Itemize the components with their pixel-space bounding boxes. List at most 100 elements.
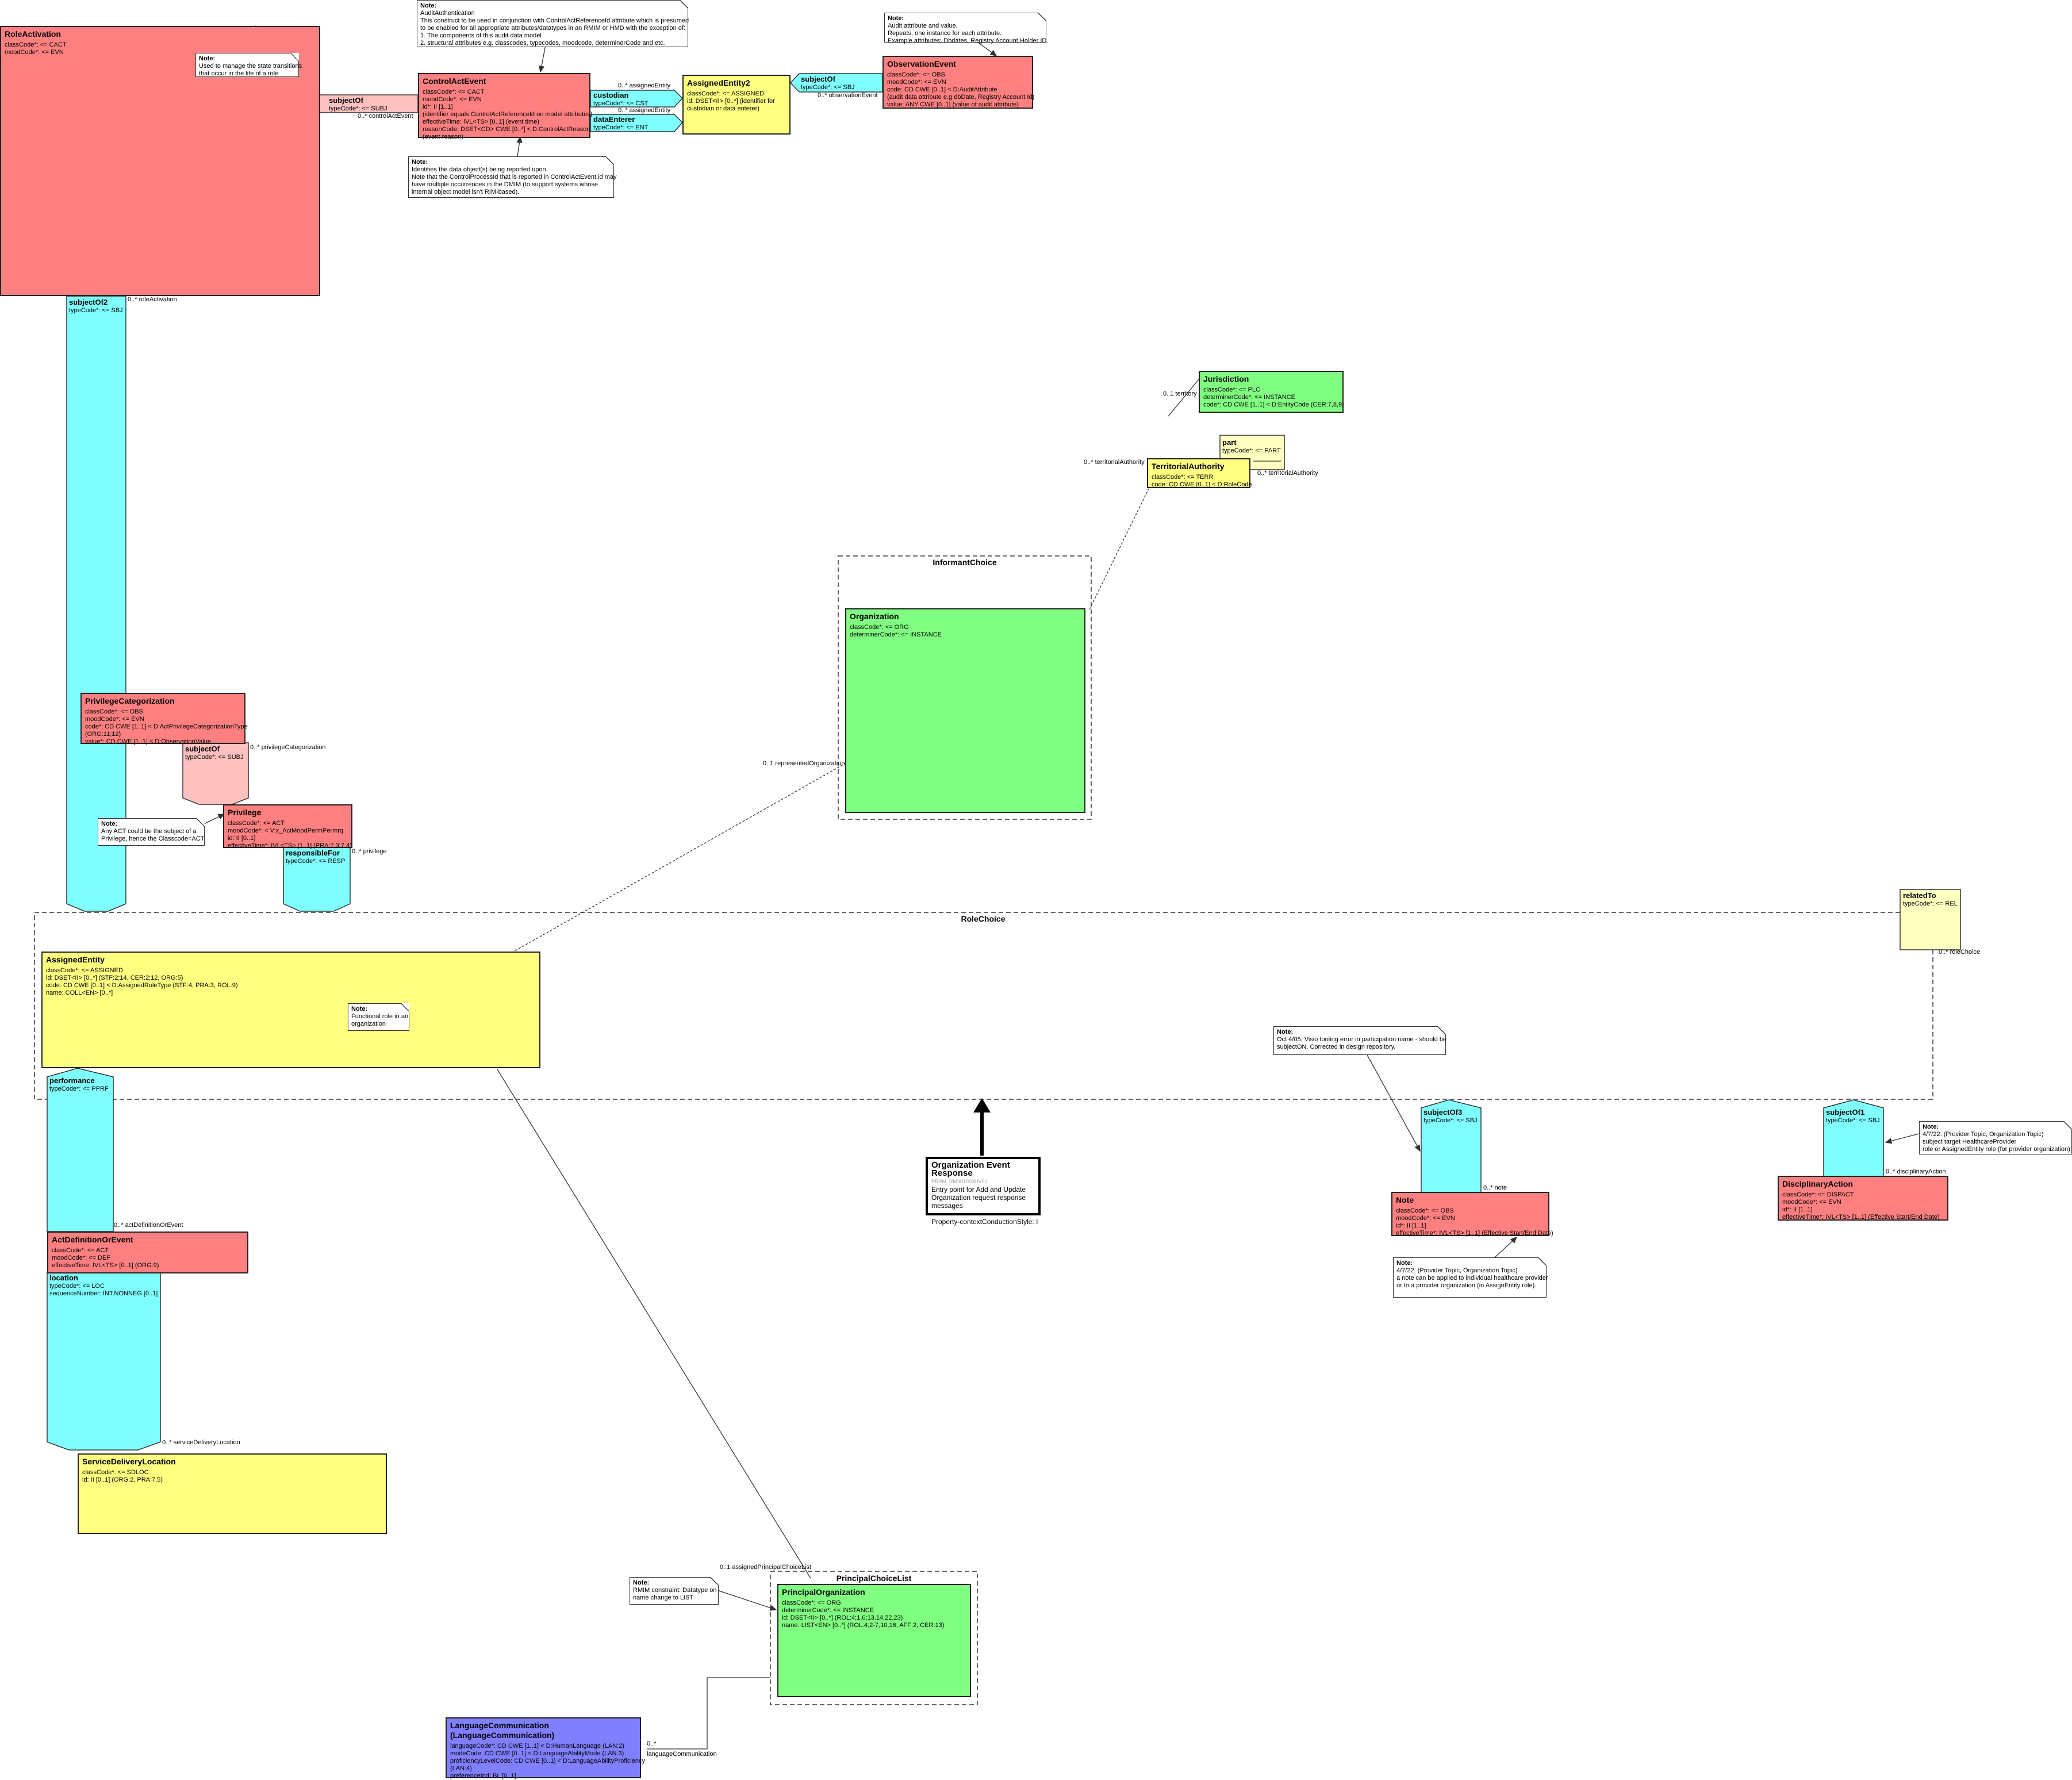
note-class: Note classCode*: <= OBS moodCode*: <= EV… bbox=[1391, 1192, 1553, 1237]
note-provider-topic-2: Note: 4/7/22: (Provider Topic, Organizat… bbox=[1393, 1257, 1548, 1298]
responsibleFor-label: responsibleFor typeCode*: <= RESP bbox=[286, 849, 345, 865]
informant-choice-frame bbox=[838, 555, 1092, 820]
participation-attr: sequenceNumber: INT.NONNEG [0..1] bbox=[49, 1290, 158, 1297]
class-attr: (LAN:4) bbox=[450, 1765, 472, 1772]
class-attr: moodCode*: < V:x_ActMoodPermPermrq bbox=[228, 827, 344, 834]
participation-title: part bbox=[1222, 438, 1237, 447]
participation-title: custodian bbox=[593, 91, 629, 99]
territorial-authority-class: TerritorialAuthority classCode*: <= TERR… bbox=[1147, 458, 1252, 488]
dataEnterer-label: dataEnterer typeCode*: <= ENT bbox=[593, 115, 648, 132]
note-line: name change to LIST bbox=[633, 1594, 694, 1601]
class-attr: classCode*: <= ORG bbox=[850, 624, 909, 631]
participation-typecode: typeCode*: <= SUBJ bbox=[329, 105, 387, 112]
participation-title: subjectOf bbox=[185, 745, 220, 753]
service-delivery-location-class: ServiceDeliveryLocation classCode*: <= S… bbox=[78, 1453, 387, 1534]
participation-title: subjectOf2 bbox=[69, 298, 108, 306]
note-functional-role: Note: Functional role in an organization bbox=[348, 1003, 409, 1031]
class-attr: classCode*: <= CACT bbox=[423, 89, 485, 95]
note-line: 4/7/22: (Provider Topic, Organization To… bbox=[1396, 1267, 1518, 1274]
class-title: ServiceDeliveryLocation bbox=[82, 1457, 176, 1466]
note-rmim-constraint: Note: RMIM constraint: Datatype on name … bbox=[630, 1577, 719, 1605]
principal-choice-list-title: PrincipalChoiceList bbox=[836, 1574, 912, 1583]
organization-class: Organization classCode*: <= ORG determin… bbox=[845, 608, 1085, 813]
mult-serviceDeliveryLocation: 0..* serviceDeliveryLocation bbox=[162, 1439, 240, 1446]
note-line: Note that the ControlProcessId that is r… bbox=[412, 174, 617, 181]
note-line: Identifies the data object(s) being repo… bbox=[412, 166, 548, 173]
class-attr: moodCode*: <= EVN bbox=[5, 49, 64, 56]
note-line: to be enabled for all appropriate attrib… bbox=[420, 25, 686, 32]
performance-shape bbox=[47, 1068, 114, 1232]
note-line: Audit attribute and value. bbox=[888, 22, 958, 29]
note-line: that occur in the life of a role bbox=[199, 70, 279, 77]
class-title: ControlActEvent bbox=[423, 76, 486, 86]
control-act-event-class: ControlActEvent classCode*: <= CACT mood… bbox=[418, 73, 592, 140]
class-title: Organization bbox=[850, 612, 899, 621]
mult-disciplinaryAction: 0..* disciplinaryAction bbox=[1886, 1168, 1946, 1175]
assigned-entity2-class: AssignedEntity2 classCode*: <= ASSIGNED … bbox=[682, 75, 791, 135]
subjectOf2-label: subjectOf2 typeCode*: <= SBJ bbox=[69, 298, 123, 314]
class-attr: classCode*: <= ORG bbox=[782, 1599, 841, 1606]
note-audit-authentication: Note: AuditAuthentication This construct… bbox=[417, 0, 689, 47]
note-line: AuditAuthentication bbox=[420, 10, 475, 17]
note-line: 4/7/22: (Provider Topic, Organization To… bbox=[1923, 1131, 2044, 1138]
principal-choice-frame bbox=[770, 1571, 978, 1705]
class-title: AssignedEntity2 bbox=[687, 78, 750, 87]
class-attr: reasonCode: DSET<CD> CWE [0..*] < D:Cont… bbox=[423, 126, 590, 133]
mult-assignedPrincipalChoiceList: 0..1 assignedPrincipalChoiceList bbox=[720, 1564, 811, 1571]
class-attr: effectiveTime*: IVL<TS> [1..1] (Effectiv… bbox=[1782, 1214, 1940, 1221]
mult-note: 0..* note bbox=[1483, 1184, 1507, 1191]
mult-representedOrganization: 0..1 representedOrganization bbox=[763, 760, 845, 767]
class-title: PrivilegeCategorization bbox=[85, 696, 175, 705]
mult-territorialAuthority: 0..* territorialAuthority bbox=[1084, 459, 1145, 466]
mult-assignedEntity-1: 0..* assignedEntity bbox=[618, 82, 671, 89]
class-attr: classCode*: <= CACT bbox=[5, 41, 67, 48]
entry-point-box: Organization Event Response PRPM_RM30100… bbox=[926, 1157, 1041, 1226]
class-attr: classCode*: <= ACT bbox=[52, 1247, 109, 1254]
note-line: Functional role in an bbox=[351, 1013, 409, 1020]
participation-title: responsibleFor bbox=[286, 849, 340, 857]
class-attr: id: DSET<II> [0..*] (STF:2;14, CER:2;12,… bbox=[46, 975, 183, 981]
language-communication-class: LanguageCommunication (LanguageCommunica… bbox=[446, 1717, 645, 1779]
participation-typecode: typeCode*: <= SBJ bbox=[1423, 1117, 1478, 1124]
note-line: 1. The components of this audit data mod… bbox=[420, 32, 542, 39]
note-line: organization bbox=[351, 1021, 386, 1027]
note-title: Note: bbox=[888, 15, 904, 22]
class-attr: id: DSET<II> [0..*] (ROL:4;1,6;13,14,22,… bbox=[782, 1614, 903, 1621]
class-attr: classCode*: <= DISPACT bbox=[1782, 1191, 1854, 1198]
note-state-transitions: Note: Used to manage the state transitio… bbox=[195, 53, 302, 77]
participation-title: subjectOf3 bbox=[1423, 1108, 1463, 1117]
class-attr: moodCode*: <= DEF bbox=[52, 1255, 111, 1261]
participation-title: dataEnterer bbox=[593, 115, 635, 124]
note-line: Any ACT could be the subject of a bbox=[101, 828, 197, 835]
class-title: ActDefinitionOrEvent bbox=[52, 1235, 133, 1244]
mult-roleChoice: 0..* roleChoice bbox=[1939, 949, 1981, 956]
class-attr: moodCode*: <= EVN bbox=[1396, 1215, 1455, 1222]
participation-title: subjectOf bbox=[801, 75, 835, 83]
note-title: Note: bbox=[420, 2, 437, 9]
class-attr: classCode*: <= PLC bbox=[1203, 386, 1261, 393]
participation-typecode: typeCode*: <= PPRF bbox=[49, 1085, 109, 1092]
note-title: Note: bbox=[1396, 1260, 1413, 1267]
class-attr: effectiveTime: IVL<TS> [0..1] (event tim… bbox=[423, 118, 539, 125]
class-attr: effectiveTime: IVL<TS> [0..1] (ORG:9) bbox=[52, 1262, 159, 1269]
mult-languageCommunication-1: 0..* bbox=[647, 1740, 657, 1747]
class-attr: custodian or data enterer) bbox=[687, 105, 759, 112]
jurisdiction-class: Jurisdiction classCode*: <= PLC determin… bbox=[1199, 371, 1344, 413]
dataEnterer-shape bbox=[590, 114, 684, 132]
performance-label: performance typeCode*: <= PPRF bbox=[49, 1076, 109, 1093]
participation-title: relatedTo bbox=[1903, 891, 1936, 900]
note-visio-error: Note: Oct 4/05, Visio tooling error in p… bbox=[1273, 1026, 1446, 1055]
entry-point-title: Organization Event Response bbox=[931, 1160, 1010, 1178]
class-attr: classCode*: <= ASSIGNED bbox=[46, 967, 123, 974]
note-line: have multiple occurrences in the DMIM (t… bbox=[412, 181, 598, 188]
participation-typecode: typeCode*: <= CST bbox=[593, 100, 649, 107]
location-label: location typeCode*: <= LOC sequenceNumbe… bbox=[49, 1273, 158, 1298]
part-label: part typeCode*: <= PART bbox=[1222, 438, 1281, 455]
note-line: Repeats, one instance for each attribute… bbox=[888, 30, 1002, 37]
class-attr: id: II [0..1] bbox=[228, 835, 256, 842]
class-attr: preferenceInd: BL [0..1] bbox=[450, 1773, 516, 1779]
class-title: PrincipalOrganization bbox=[782, 1587, 865, 1597]
entry-point-line: messages bbox=[931, 1202, 963, 1210]
privilege-categorization-class: PrivilegeCategorization classCode*: <= O… bbox=[80, 693, 248, 745]
